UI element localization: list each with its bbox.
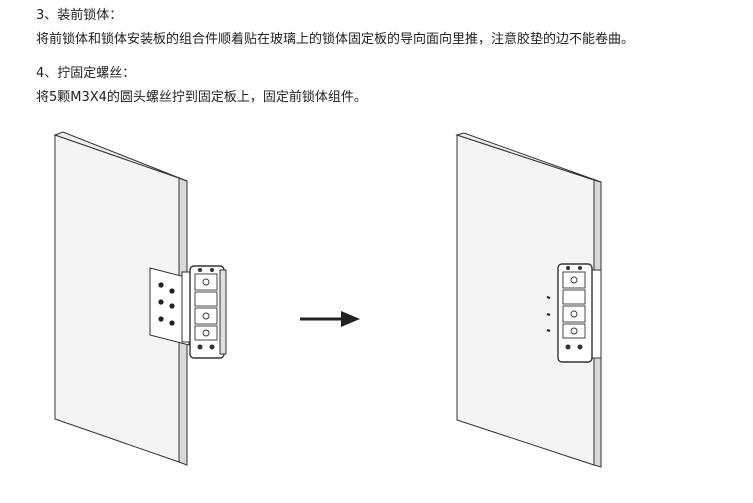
glass-panel-left bbox=[53, 131, 188, 466]
screw-icon bbox=[546, 329, 551, 332]
screw-hole-icon bbox=[169, 303, 175, 309]
left-assembly bbox=[53, 131, 227, 466]
screw-hole-icon bbox=[169, 320, 175, 326]
step-3-title: 3、装前锁体： bbox=[36, 8, 123, 23]
arrow-right-icon bbox=[300, 311, 360, 327]
lock-body-left bbox=[181, 265, 227, 359]
step-4-description: 将5颗M3X4的圆头螺丝拧到固定板上，固定前锁体组件。 bbox=[36, 90, 367, 105]
screw-hole-icon bbox=[158, 282, 164, 288]
step-3-description: 将前锁体和锁体安装板的组合件顺着贴在玻璃上的锁体固定板的导向面向里推，注意胶垫的… bbox=[36, 32, 635, 47]
screw-icon-group bbox=[546, 296, 551, 332]
screw-hole-icon bbox=[169, 288, 175, 294]
glass-panel-right bbox=[455, 132, 602, 468]
screw-hole-icon bbox=[158, 316, 164, 322]
screw-icon bbox=[546, 313, 551, 316]
right-assembly bbox=[455, 132, 602, 468]
screw-icon bbox=[546, 296, 551, 299]
lock-body-right bbox=[557, 263, 602, 363]
mounting-plate-left bbox=[149, 267, 190, 346]
screw-hole-icon bbox=[158, 299, 164, 305]
step-4-title: 4、拧固定螺丝： bbox=[36, 66, 136, 81]
